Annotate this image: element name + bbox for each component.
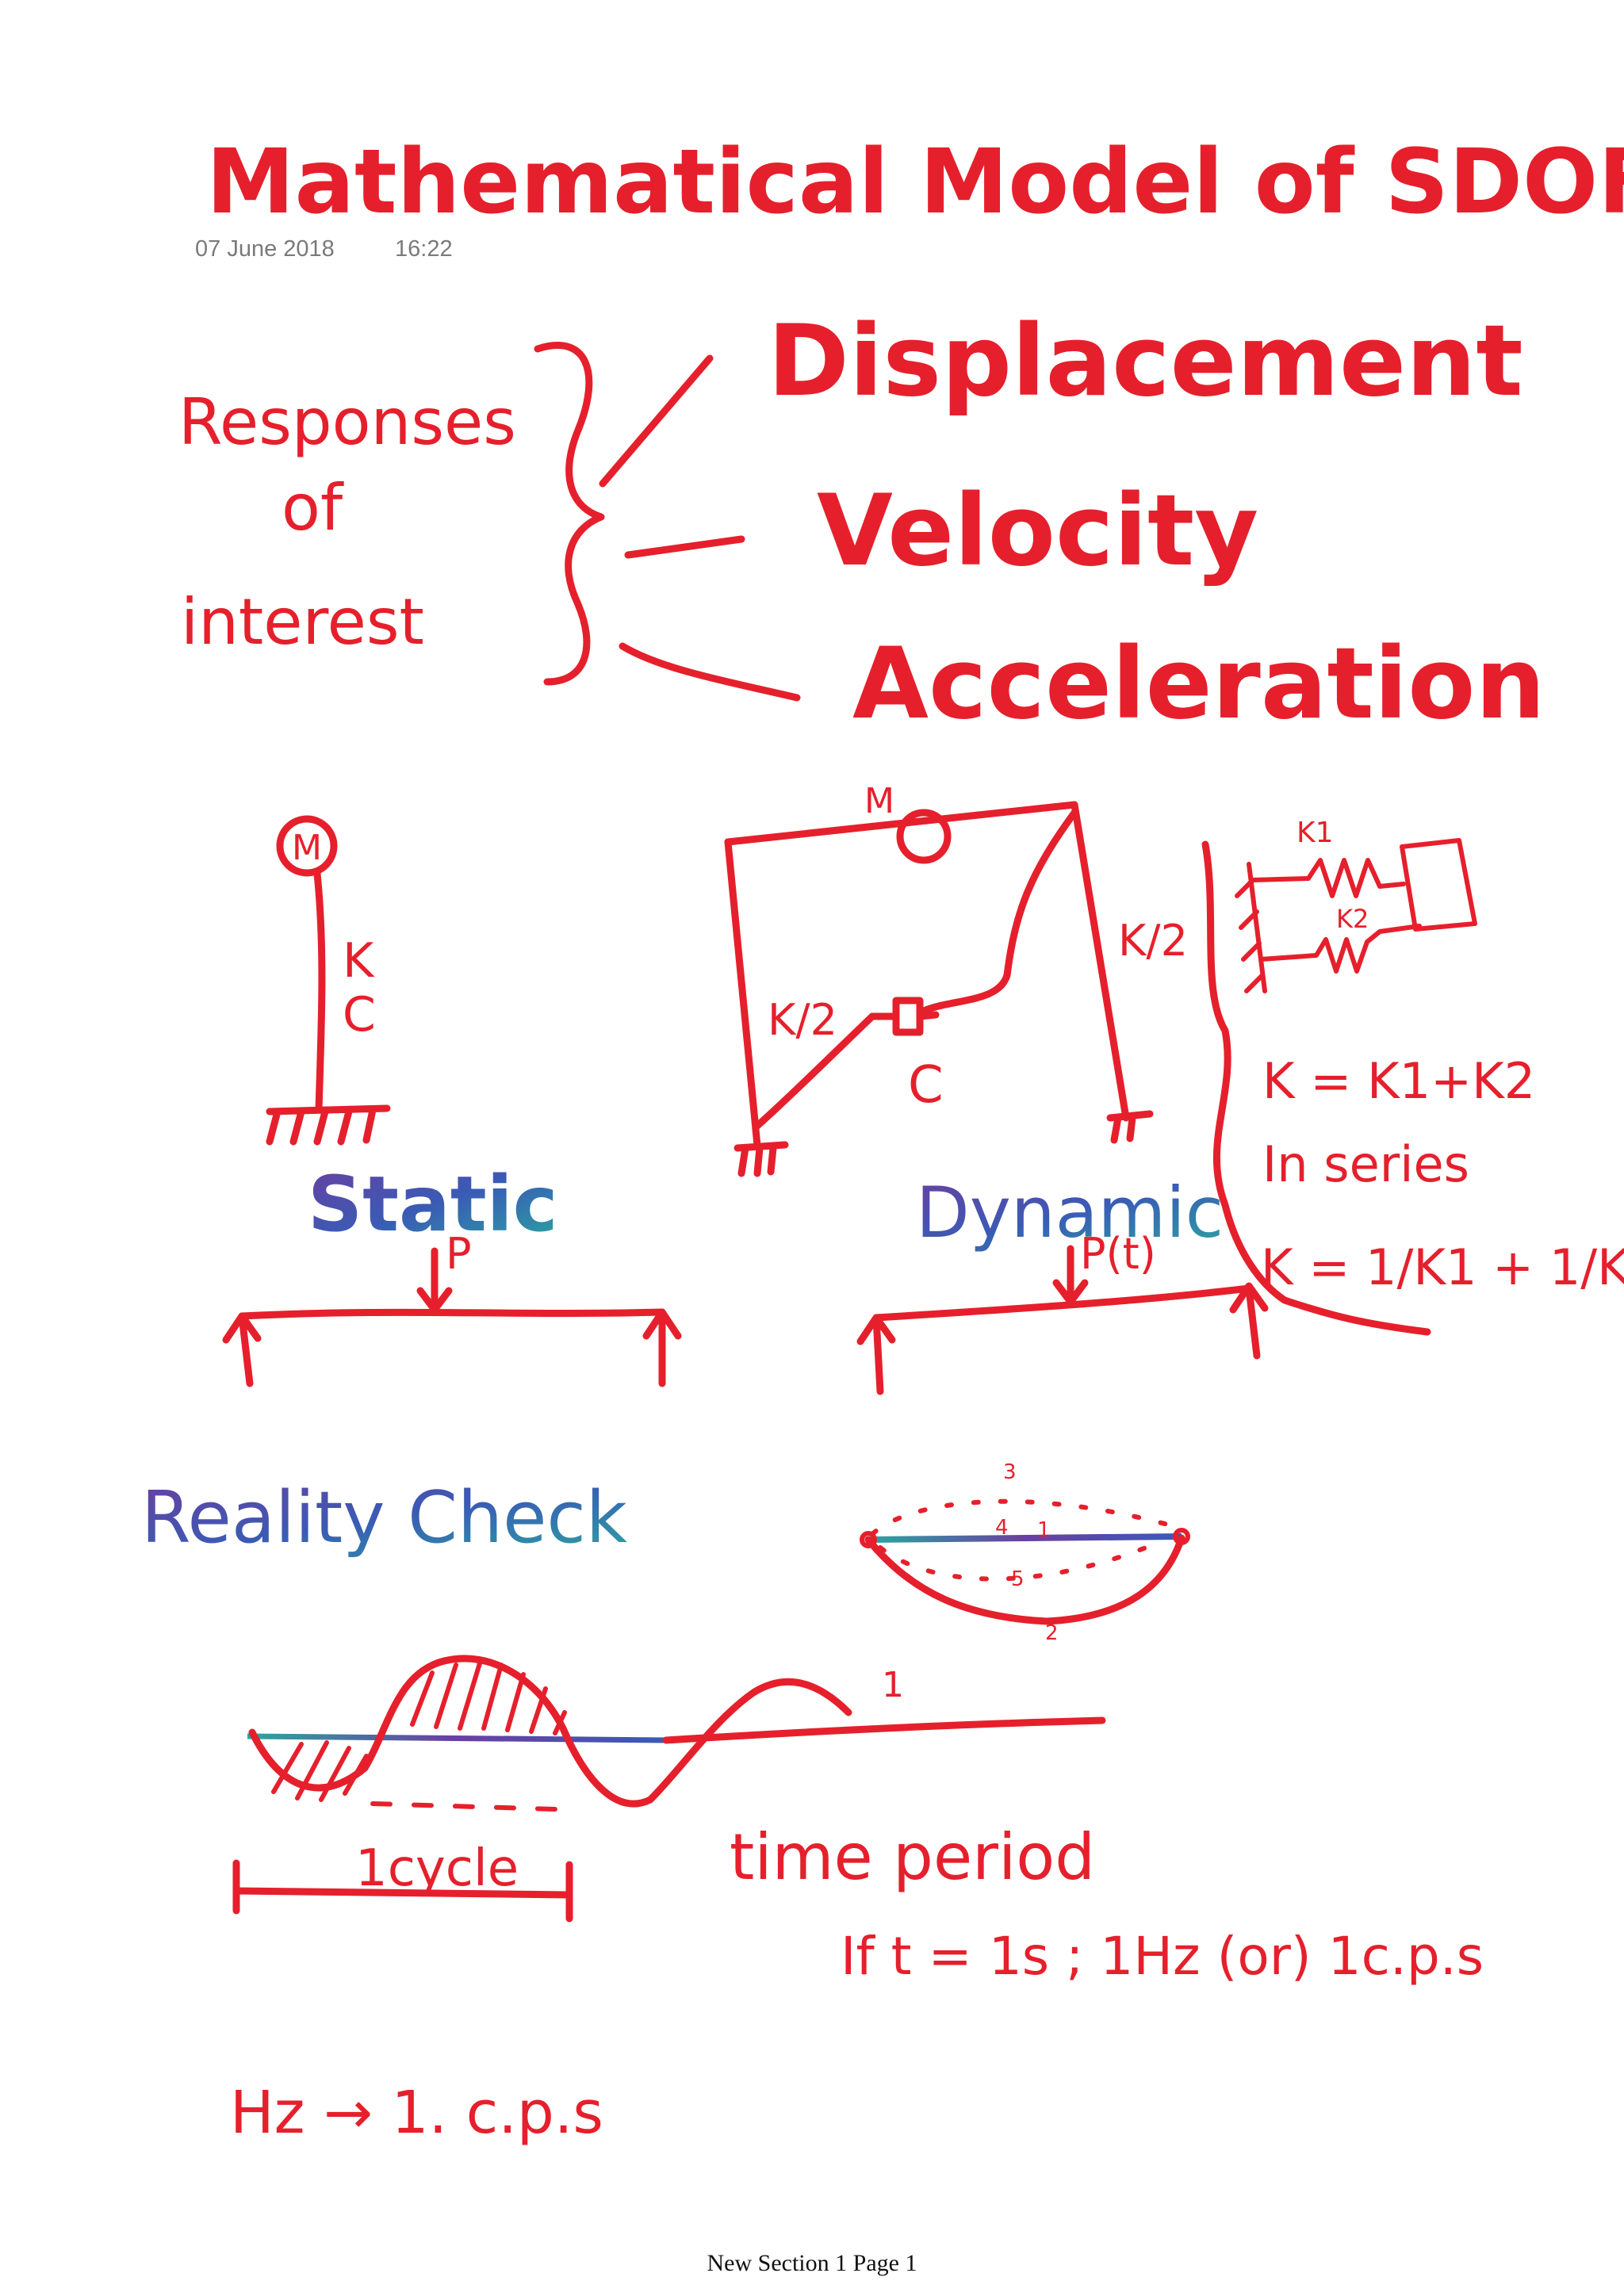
mode-label-2: 2 xyxy=(1045,1621,1059,1645)
wave-curve xyxy=(248,1655,852,1808)
string-vibration-sketch: 3 4 1 5 2 xyxy=(860,1460,1190,1645)
arrow-to-velocity xyxy=(624,535,745,559)
mode-label-1: 1 xyxy=(1037,1518,1051,1542)
frame-left-column xyxy=(724,838,761,1150)
parallel-formula: K = K1+K2 xyxy=(1262,1052,1535,1110)
static-load-label: P xyxy=(446,1229,472,1279)
spring-k1 xyxy=(1251,858,1406,898)
static-right-support xyxy=(642,1308,682,1387)
mass-block xyxy=(1400,838,1477,932)
static-stiffness-label: K xyxy=(343,933,375,989)
dynamic-heading: Dynamic xyxy=(916,1172,1224,1253)
dynamic-beam xyxy=(872,1284,1253,1322)
frame-left-brace xyxy=(753,1012,876,1130)
dynamic-frame-model: M K/2 K/2 C xyxy=(724,781,1188,1177)
wave-hatch-lower xyxy=(271,1740,369,1802)
dynamic-right-support-arrow xyxy=(1229,1282,1269,1360)
spring-k1-label: K1 xyxy=(1297,817,1334,849)
series-formula: K = 1/K1 + 1/K2 xyxy=(1261,1238,1624,1296)
arrow-to-acceleration xyxy=(619,642,801,702)
string-left-node xyxy=(860,1531,877,1548)
cycle-bracket xyxy=(232,1859,573,1923)
responses-label-line1: Responses xyxy=(178,385,516,459)
reality-check-heading: Reality Check xyxy=(141,1476,627,1559)
page-footer: New Section 1 Page 1 xyxy=(707,2250,917,2276)
static-beam xyxy=(238,1308,666,1320)
static-left-support xyxy=(222,1312,262,1387)
string-mode-dotted-upper xyxy=(870,1498,1176,1536)
frequency-example: If t = 1s ; 1Hz (or) 1c.p.s xyxy=(841,1926,1484,1987)
dynamic-load-label: P(t) xyxy=(1080,1229,1156,1279)
static-damping-label: C xyxy=(343,987,376,1043)
arrow-to-displacement xyxy=(599,354,714,488)
mode-label-5: 5 xyxy=(1011,1567,1025,1591)
hz-definition: Hz → 1. c.p.s xyxy=(230,2079,603,2147)
response-acceleration: Acceleration xyxy=(852,627,1545,741)
damper xyxy=(868,997,940,1036)
dynamic-left-support xyxy=(733,1141,789,1177)
static-heading: Static xyxy=(308,1160,558,1249)
page-title: Mathematical Model of SDOF xyxy=(206,131,1624,234)
series-label: In series xyxy=(1262,1135,1469,1193)
mode-label-3: 3 xyxy=(1003,1460,1017,1484)
response-velocity: Velocity xyxy=(817,474,1258,588)
static-cantilever-model: M K C xyxy=(266,815,391,1146)
frame-diagonal-spring xyxy=(920,809,1078,1015)
wave-hatch-upper xyxy=(410,1661,567,1735)
cycle-label: 1cycle xyxy=(355,1839,519,1898)
page-date: 07 June 2018 xyxy=(195,236,335,262)
static-mass-circle xyxy=(276,815,338,877)
static-fixed-support xyxy=(266,1104,391,1146)
dynamic-left-support-arrow xyxy=(856,1314,896,1395)
string-rest-line xyxy=(868,1533,1182,1543)
frame-right-column xyxy=(1071,801,1130,1122)
response-displacement: Displacement xyxy=(768,304,1523,419)
mode-label-4: 4 xyxy=(995,1516,1009,1540)
parallel-springs-diagram: K1 K2 xyxy=(1235,817,1477,993)
dynamic-mass-label: M xyxy=(864,781,894,821)
wave-extended-axis xyxy=(662,1716,1106,1744)
dynamic-right-support xyxy=(1106,1110,1154,1144)
section-divider xyxy=(1201,840,1431,1336)
string-mode-2 xyxy=(864,1534,1185,1625)
static-column xyxy=(313,870,326,1114)
static-load-arrow xyxy=(416,1247,453,1314)
time-period-label: time period xyxy=(730,1820,1095,1894)
wall xyxy=(1235,862,1267,993)
spring-k2 xyxy=(1258,924,1422,974)
static-mass-label: M xyxy=(292,828,322,868)
responses-label-line3: interest xyxy=(181,585,424,659)
string-mode-dotted-lower xyxy=(878,1544,1152,1582)
dynamic-damping-label: C xyxy=(908,1056,944,1115)
dynamic-mass-circle xyxy=(896,809,952,864)
wave-dashes xyxy=(370,1801,557,1812)
vibration-wave-graph: 1 xyxy=(244,1655,1106,1823)
string-right-node xyxy=(1173,1528,1190,1545)
page-time: 16:22 xyxy=(395,236,453,262)
spring-k2-label: K2 xyxy=(1336,904,1369,934)
wave-baseline xyxy=(247,1733,667,1743)
responses-label-line2: of xyxy=(282,471,344,545)
dynamic-right-stiffness: K/2 xyxy=(1118,916,1188,966)
curly-brace xyxy=(534,342,605,686)
wave-marker-1: 1 xyxy=(882,1665,904,1705)
dynamic-left-stiffness: K/2 xyxy=(768,995,837,1045)
